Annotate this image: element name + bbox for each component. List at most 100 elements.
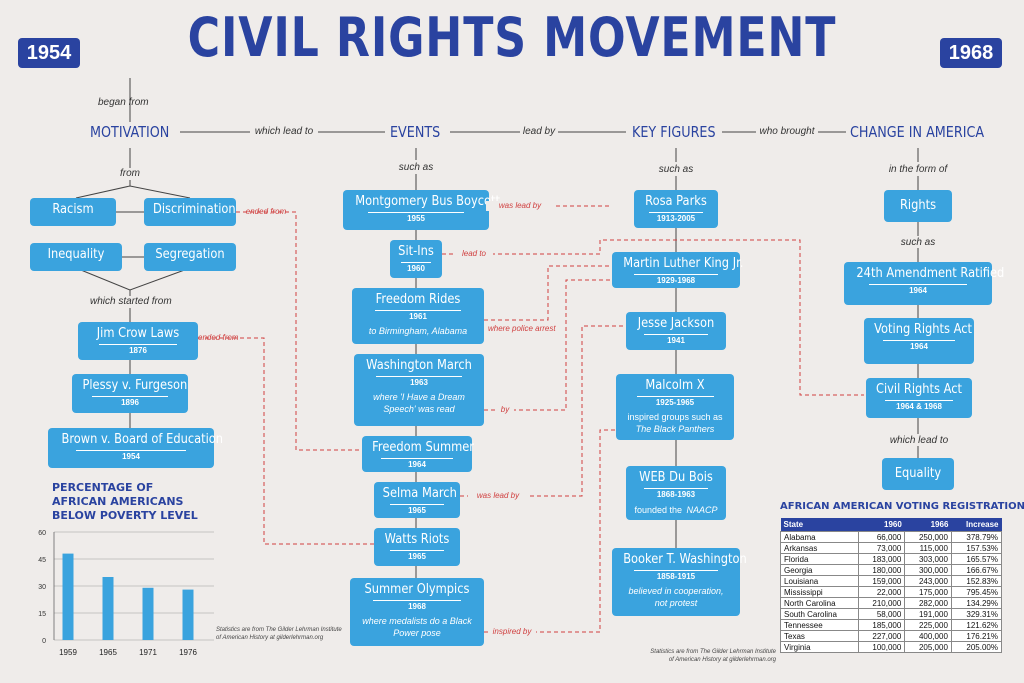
motivation-discrimination: Discrimination bbox=[144, 198, 236, 226]
figure-name: Jesse Jackson bbox=[637, 316, 715, 331]
figure-description-emphasis: The Black Panthers bbox=[635, 424, 715, 434]
table-cell: 166.67% bbox=[950, 564, 1003, 576]
page-title: CIVIL RIGHTS MOVEMENT bbox=[187, 6, 837, 69]
table-cell: 115,000 bbox=[904, 542, 952, 554]
connector-such-as-figures: such as bbox=[658, 164, 694, 175]
bar-1965 bbox=[102, 577, 114, 640]
table-cell: 152.83% bbox=[950, 575, 1003, 587]
table-cell: 329.31% bbox=[950, 608, 1003, 620]
motivation-segregation: Segregation bbox=[144, 243, 236, 271]
figure-description: inspired groups such as bbox=[627, 412, 723, 422]
poverty-title-line-1: PERCENTAGE OF bbox=[52, 481, 154, 494]
motivation-segregation-label: Segregation bbox=[155, 247, 225, 262]
table-cell: 378.79% bbox=[950, 531, 1003, 543]
law-year: 1896 bbox=[92, 396, 168, 408]
red-label-was-lead-by-2: was lead by bbox=[468, 491, 528, 501]
header-events: EVENTS bbox=[390, 123, 441, 141]
figure-name: Rosa Parks bbox=[645, 194, 707, 209]
law-name: Jim Crow Laws bbox=[96, 326, 180, 341]
connector-who-brought: who brought bbox=[759, 126, 815, 137]
table-cell: 227,000 bbox=[857, 630, 906, 642]
table-cell: 300,000 bbox=[904, 564, 952, 576]
change-rights: Rights bbox=[884, 190, 952, 222]
connector-such-as-events: such as bbox=[398, 162, 434, 173]
figure-description: founded the bbox=[634, 505, 683, 515]
y-tick-label: 30 bbox=[38, 584, 46, 591]
voting-source-note: Statistics are from The Gilder Lehrman I… bbox=[650, 649, 776, 663]
change-name: Voting Rights Act bbox=[874, 322, 972, 337]
event-year: 1955 bbox=[367, 212, 465, 224]
table-cell: 250,000 bbox=[904, 531, 952, 543]
x-tick-label: 1959 bbox=[59, 648, 77, 657]
change-name: Civil Rights Act bbox=[875, 382, 963, 397]
event-year: 1963 bbox=[376, 376, 462, 388]
connector-lead-by: lead by bbox=[522, 126, 556, 137]
table-cell: North Carolina bbox=[780, 597, 859, 609]
table-cell: 185,000 bbox=[857, 619, 906, 631]
figure-name: Martin Luther King Jr. bbox=[623, 256, 744, 271]
table-cell: South Carolina bbox=[780, 608, 859, 620]
poverty-title-line-2: AFRICAN AMERICANS bbox=[52, 495, 184, 508]
figure-description-emphasis: NAACP bbox=[686, 505, 718, 515]
figure-name: Malcolm X bbox=[645, 378, 705, 393]
table-cell: 100,000 bbox=[857, 641, 906, 653]
change-equality: Equality bbox=[882, 458, 954, 490]
header-motivation: MOTIVATION bbox=[90, 123, 170, 141]
table-cell: 243,000 bbox=[904, 575, 952, 587]
table-cell: 22,000 bbox=[857, 586, 906, 598]
table-cell: 134.29% bbox=[950, 597, 1003, 609]
table-cell: Texas bbox=[780, 630, 859, 642]
motivation-racism-label: Racism bbox=[52, 202, 94, 217]
law-year: 1954 bbox=[75, 450, 187, 462]
table-cell: 180,000 bbox=[857, 564, 906, 576]
change-name: 24th Amendment Ratified bbox=[856, 266, 1005, 281]
event-year: 1960 bbox=[400, 262, 432, 274]
table-cell: 191,000 bbox=[904, 608, 952, 620]
connector-which-lead-to: which lead to bbox=[254, 126, 314, 137]
table-cell: 303,000 bbox=[904, 553, 952, 565]
x-tick-label: 1965 bbox=[99, 648, 117, 657]
table-cell: Mississippi bbox=[780, 586, 859, 598]
event-name: Freedom Rides bbox=[375, 292, 461, 307]
bar-1959 bbox=[62, 553, 74, 640]
red-label-was-lead-by-1: was lead by bbox=[486, 201, 554, 211]
change-year: 1964 & 1968 bbox=[884, 400, 954, 412]
table-cell: 225,000 bbox=[904, 619, 952, 631]
event-name: Selma March bbox=[382, 486, 457, 501]
event-washington-march: Washington March 1963 where 'I Have a Drea… bbox=[354, 354, 484, 426]
figure-name: WEB Du Bois bbox=[639, 470, 713, 485]
bar-1976 bbox=[182, 589, 194, 640]
y-tick-label: 60 bbox=[38, 530, 46, 537]
change-civil-rights-act: Civil Rights Act 1964 & 1968 bbox=[866, 378, 972, 418]
event-year: 1965 bbox=[389, 550, 445, 562]
event-description: where 'I Have a Dream Speech' was read bbox=[373, 392, 465, 414]
header-change-in-america: CHANGE IN AMERICA bbox=[850, 123, 985, 141]
start-year-badge: 1954 bbox=[18, 38, 80, 68]
event-year: 1968 bbox=[372, 600, 462, 612]
table-header-cell: 1960 bbox=[858, 518, 905, 532]
event-name: Summer Olympics bbox=[364, 582, 470, 597]
motivation-racism: Racism bbox=[30, 198, 116, 226]
table-cell: 66,000 bbox=[857, 531, 906, 543]
event-name: Washington March bbox=[366, 358, 472, 373]
table-cell: 58,000 bbox=[857, 608, 906, 620]
table-cell: 205.00% bbox=[950, 641, 1003, 653]
motivation-inequality: Inequality bbox=[30, 243, 122, 271]
